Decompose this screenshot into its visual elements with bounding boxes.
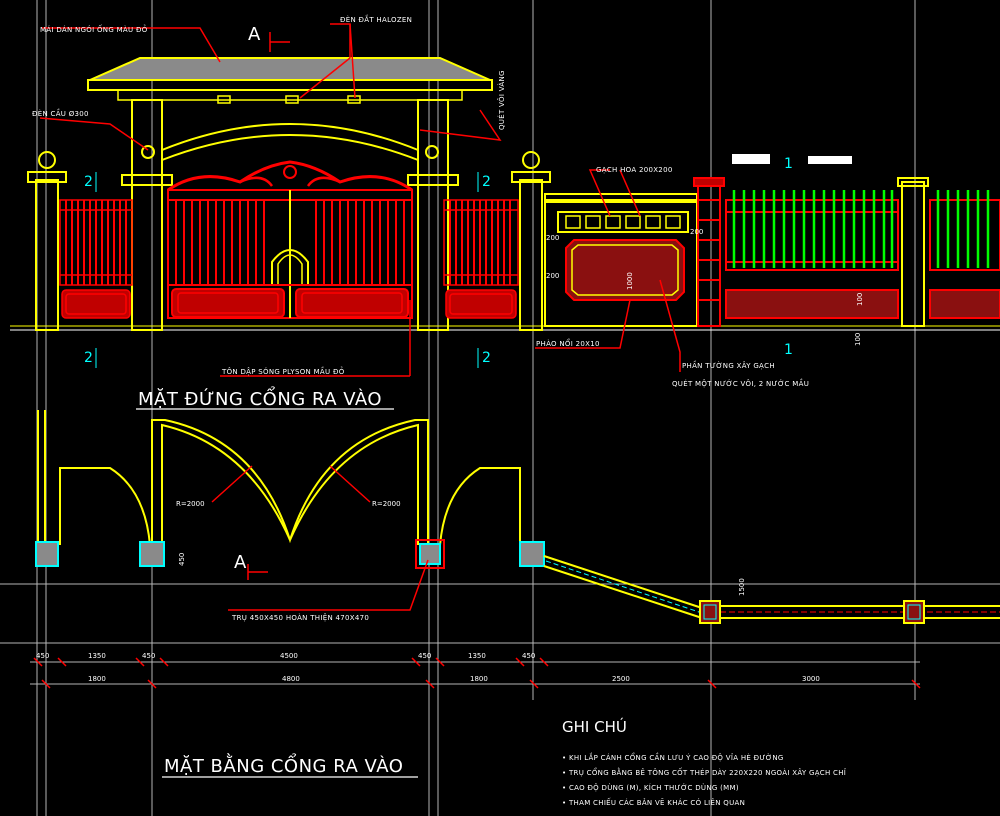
plan-title: MẶT BẰNG CỔNG RA VÀO xyxy=(164,753,403,777)
dim-r2-3: 2500 xyxy=(612,675,630,683)
roof xyxy=(87,57,493,104)
fence-dim-label: 1500 xyxy=(738,578,746,596)
side-fence-left xyxy=(59,199,133,319)
plan-fence xyxy=(543,555,1000,624)
roof-label: MÁI DÁN NGÓI ỐNG MÀU ĐỎ xyxy=(40,24,148,34)
section-label-box-left xyxy=(732,154,770,164)
section-tag-1-bottom: 1 xyxy=(784,342,793,358)
lights-label: ĐÈN ĐẮT HALOZEN xyxy=(340,14,412,24)
wall-finish-label: PHẦN TƯỜNG XÂY GẠCH xyxy=(682,360,775,370)
dim-wall-1: 200 xyxy=(546,234,559,242)
column-note-label: TRỤ 450X450 HOÀN THIỆN 470X470 xyxy=(231,613,369,622)
column-dim-label: 450 xyxy=(178,553,186,566)
gate-panel-label: TÔN DẬP SÓNG PLYSON MẦU ĐỎ xyxy=(221,366,345,376)
radius-right-label: R=2000 xyxy=(372,500,401,508)
section-tag-2-top-right: 2 xyxy=(482,174,491,190)
note-item-4: • THAM CHIẾU CÁC BẢN VẼ KHÁC CÓ LIÊN QUA… xyxy=(562,797,745,807)
dim-r1-4: 450 xyxy=(418,652,431,660)
notes-heading: GHI CHÚ xyxy=(562,717,627,736)
section-tag-2-bottom-right: 2 xyxy=(482,350,491,366)
masonry-wall xyxy=(544,193,698,327)
paint-note-label: QUÉT MỘT NƯỚC VÔI, 2 NƯỚC MẦU xyxy=(672,378,809,388)
brick-pillar xyxy=(693,177,725,327)
pillar-light-label: ĐÈN CẦU Ø300 xyxy=(32,108,89,118)
leader-lines xyxy=(39,23,681,377)
sign-label: QUÉT VÔI VÀNG xyxy=(497,70,506,130)
plan-arcs xyxy=(37,410,521,546)
dim-r2-4: 3000 xyxy=(802,675,820,683)
cornice-label: PHÀO NỔI 20X10 xyxy=(536,338,600,348)
dim-wall-2: 200 xyxy=(546,272,559,280)
plan-dim-ticks xyxy=(33,657,921,689)
gate-plan: R=2000 R=2000 450 1500 A TRỤ 450X450 HOÀ… xyxy=(33,410,1000,778)
plan-columns xyxy=(35,539,545,569)
dim-r1-2: 450 xyxy=(142,652,155,660)
dim-fence-2: 100 xyxy=(854,333,862,346)
note-item-1: • KHI LẮP CÁNH CỔNG CẦN LƯU Ý CAO ĐỘ VỈA… xyxy=(562,752,784,762)
dim-pillar: 200 xyxy=(690,228,703,236)
dim-r1-1: 1350 xyxy=(88,652,106,660)
dim-r1-3: 4500 xyxy=(280,652,298,660)
section-mark-elevation: A xyxy=(248,24,261,45)
gate-elevation: 2 2 2 2 1 1 MÁI DÁN NGÓI ỐNG MÀU ĐỎ ĐÈN … xyxy=(10,14,1000,410)
dim-r2-0: 1800 xyxy=(88,675,106,683)
section-tag-2-bottom-left: 2 xyxy=(84,350,93,366)
section-label-box-right xyxy=(808,156,852,164)
general-notes: GHI CHÚ • KHI LẮP CÁNH CỔNG CẦN LƯU Ý CA… xyxy=(562,717,846,807)
green-fence xyxy=(725,177,1000,327)
section-tag-2-top-left: 2 xyxy=(84,174,93,190)
dim-fence-1: 100 xyxy=(856,293,864,306)
dim-wall-height: 1000 xyxy=(626,272,634,290)
section-tags: 2 2 2 2 1 1 xyxy=(84,156,793,368)
main-gate xyxy=(167,160,413,319)
elevation-title: MẶT ĐỨNG CỔNG RA VÀO xyxy=(138,386,382,410)
radius-left-label: R=2000 xyxy=(176,500,205,508)
dim-r1-5: 1350 xyxy=(468,652,486,660)
dim-r2-2: 1800 xyxy=(470,675,488,683)
note-item-2: • TRỤ CỔNG BẰNG BÊ TÔNG CỐT THÉP DÀY 220… xyxy=(562,767,846,777)
dim-r1-0: 450 xyxy=(36,652,49,660)
side-fence-right xyxy=(443,199,519,319)
section-tag-1-top: 1 xyxy=(784,156,793,172)
dim-r2-1: 4800 xyxy=(282,675,300,683)
note-item-3: • CAO ĐỘ DÙNG (M), KÍCH THƯỚC DÙNG (MM) xyxy=(562,783,739,792)
brick-pattern-label: GẠCH HOA 200X200 xyxy=(596,166,673,174)
dim-r1-6: 450 xyxy=(522,652,535,660)
section-arrow-elevation xyxy=(269,32,290,52)
side-pillars xyxy=(27,151,551,331)
section-mark-plan: A xyxy=(234,552,247,573)
